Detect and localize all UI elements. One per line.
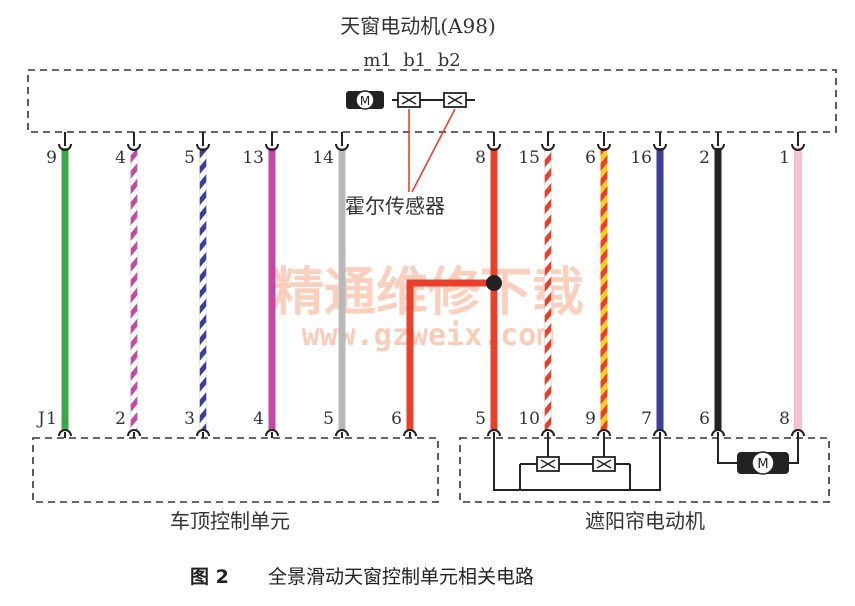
connector-icon (653, 429, 667, 437)
connector-group (58, 132, 805, 438)
bottom-pin-label: 6 (391, 409, 402, 429)
hall-sensor-icon (536, 456, 560, 472)
connector-icon (653, 143, 667, 151)
wire-10 (656, 148, 664, 430)
roof-control-unit-label: 车顶控制单元 (170, 509, 290, 533)
wire-2 (130, 147, 138, 431)
top-pin-label: 1 (779, 148, 790, 168)
bottom-pin-label: 10 (518, 409, 540, 429)
connector-icon (597, 429, 611, 437)
hall-sensor-label: 霍尔传感器 (345, 194, 445, 218)
bottom-pin-label: 4 (253, 409, 264, 429)
connector-icon (58, 429, 72, 437)
bottom-pin-label: 9 (585, 409, 596, 429)
connector-icon (541, 143, 555, 151)
figure-caption: 全景滑动天窗控制单元相关电路 (268, 566, 534, 588)
connector-icon (487, 429, 501, 437)
motor-symbol-label: M (360, 94, 370, 108)
top-pin-label: 13 (242, 148, 264, 168)
motor-pin-labels: m1 b1 b2 (363, 50, 460, 71)
connector-icon (487, 143, 501, 151)
sunshade-motor-box (459, 437, 830, 503)
wire-1 (61, 148, 69, 430)
wire-4 (268, 148, 276, 430)
sunroof-motor-box (27, 69, 837, 133)
connector-icon (335, 429, 349, 437)
top-pin-label: 5 (184, 148, 195, 168)
connector-icon (597, 143, 611, 151)
motor-icon: M (346, 90, 384, 110)
roof-control-unit-box (32, 437, 439, 503)
sunshade-hall-circuit (493, 438, 661, 491)
motor-title: 天窗电动机(A98) (340, 14, 496, 38)
figure-number: 图 2 (190, 566, 229, 588)
red-branch-wire (406, 279, 494, 430)
bottom-pin-label: 2 (115, 409, 126, 429)
top-pin-label: 2 (699, 148, 710, 168)
wire-12 (794, 147, 802, 431)
bottom-pin-label: 5 (475, 409, 486, 429)
top-pin-label: 4 (115, 148, 126, 168)
connector-icon (265, 143, 279, 151)
hall-sensor-icon (392, 92, 475, 108)
wire-11 (714, 148, 722, 430)
wire-5 (338, 148, 346, 430)
connector-icon (541, 429, 555, 437)
top-pin-label: 9 (46, 148, 57, 168)
splice-dot-icon (486, 275, 502, 291)
top-pin-label: 15 (518, 148, 540, 168)
bottom-pin-label: 3 (184, 409, 195, 429)
connector-icon (127, 429, 141, 437)
connector-icon (791, 143, 805, 151)
roof-unit-prefix: J (36, 409, 45, 429)
connector-icon (791, 429, 805, 437)
connector-icon (265, 429, 279, 437)
bottom-pin-label: 8 (779, 409, 790, 429)
connector-icon (335, 143, 349, 151)
bottom-pin-label: 5 (323, 409, 334, 429)
sunshade-motor-symbol-label: M (757, 457, 768, 472)
bottom-pin-label: 1 (46, 409, 57, 429)
connector-icon (196, 143, 210, 151)
connector-icon (403, 429, 417, 437)
top-pin-label: 16 (630, 148, 652, 168)
top-pin-label: 14 (312, 148, 334, 168)
wire-9 (600, 148, 608, 430)
motor-icon: M (717, 438, 799, 475)
connector-icon (711, 429, 725, 437)
bottom-pin-label: 6 (699, 409, 710, 429)
sunshade-motor-label: 遮阳帘电动机 (585, 509, 705, 533)
bottom-pin-label: 7 (641, 409, 652, 429)
connector-icon (196, 429, 210, 437)
top-pin-label: 8 (475, 148, 486, 168)
hall-callout-line (411, 108, 456, 193)
connector-icon (127, 143, 141, 151)
wire-3 (199, 147, 207, 431)
top-pin-label: 6 (585, 148, 596, 168)
wire-8 (544, 147, 552, 431)
hall-sensor-icon (592, 456, 616, 472)
connector-icon (711, 143, 725, 151)
watermark-cn: 精通维修下载 (272, 263, 584, 323)
connector-icon (58, 143, 72, 151)
